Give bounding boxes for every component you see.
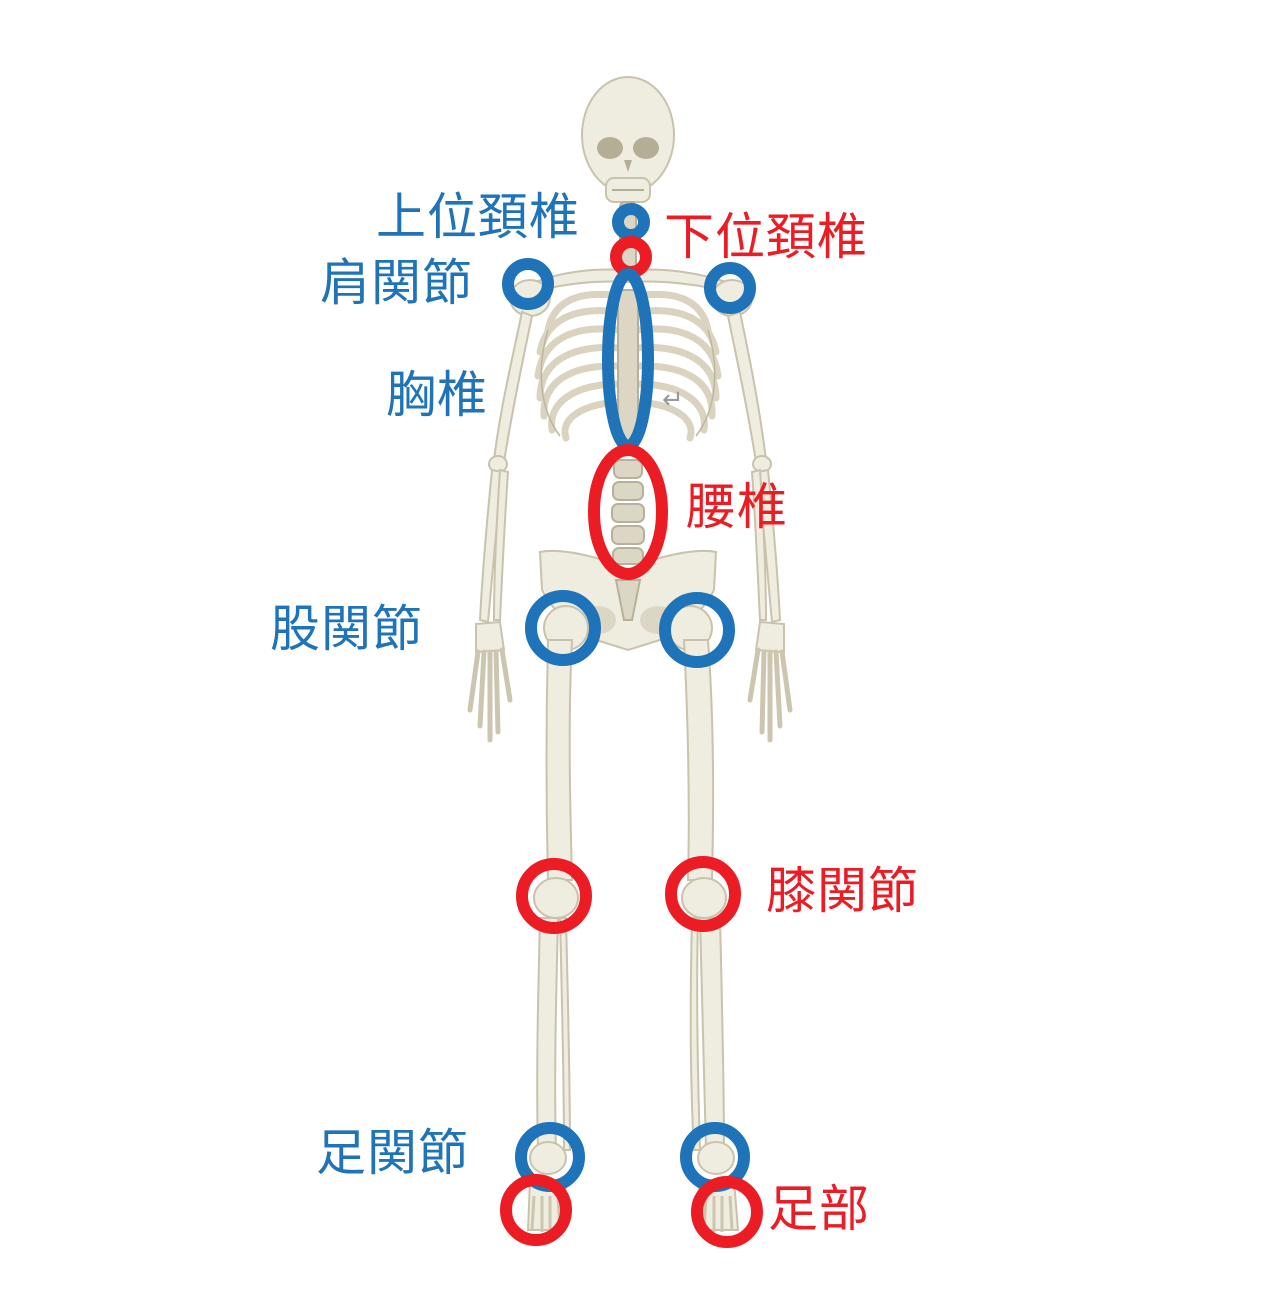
label-hip: 股関節 [270, 600, 423, 658]
joint-markers [500, 203, 763, 1248]
left-hip-ring [525, 590, 601, 666]
lumbar-spine [611, 459, 645, 565]
label-lumbar: 腰椎 [686, 478, 788, 536]
rib-cage [534, 289, 722, 451]
left-knee-ring [516, 858, 592, 934]
label-knee: 膝関節 [766, 862, 919, 920]
label-thoracic: 胸椎 [386, 366, 488, 424]
lumbar-ring [588, 444, 668, 580]
left-shoulder-ring [502, 258, 554, 310]
label-ankle: 足関節 [316, 1124, 469, 1182]
upper-cervical-ring [612, 203, 650, 241]
right-leg [667, 605, 740, 1232]
label-upper-cervical: 上位頚椎 [376, 188, 580, 246]
right-knee-ring [665, 856, 741, 932]
left-foot-ring [500, 1174, 572, 1246]
right-hip-ring [659, 592, 735, 668]
right-foot-ring [691, 1176, 763, 1248]
left-leg [526, 605, 589, 1232]
right-shoulder-ring [704, 262, 756, 314]
label-lower-cervical: 下位頚椎 [664, 208, 868, 266]
left-arm [467, 310, 534, 743]
right-arm [726, 310, 793, 743]
return-symbol-icon: ↵ [662, 385, 684, 415]
skull [581, 76, 675, 203]
label-shoulder: 肩関節 [320, 254, 473, 312]
label-foot: 足部 [768, 1180, 870, 1238]
